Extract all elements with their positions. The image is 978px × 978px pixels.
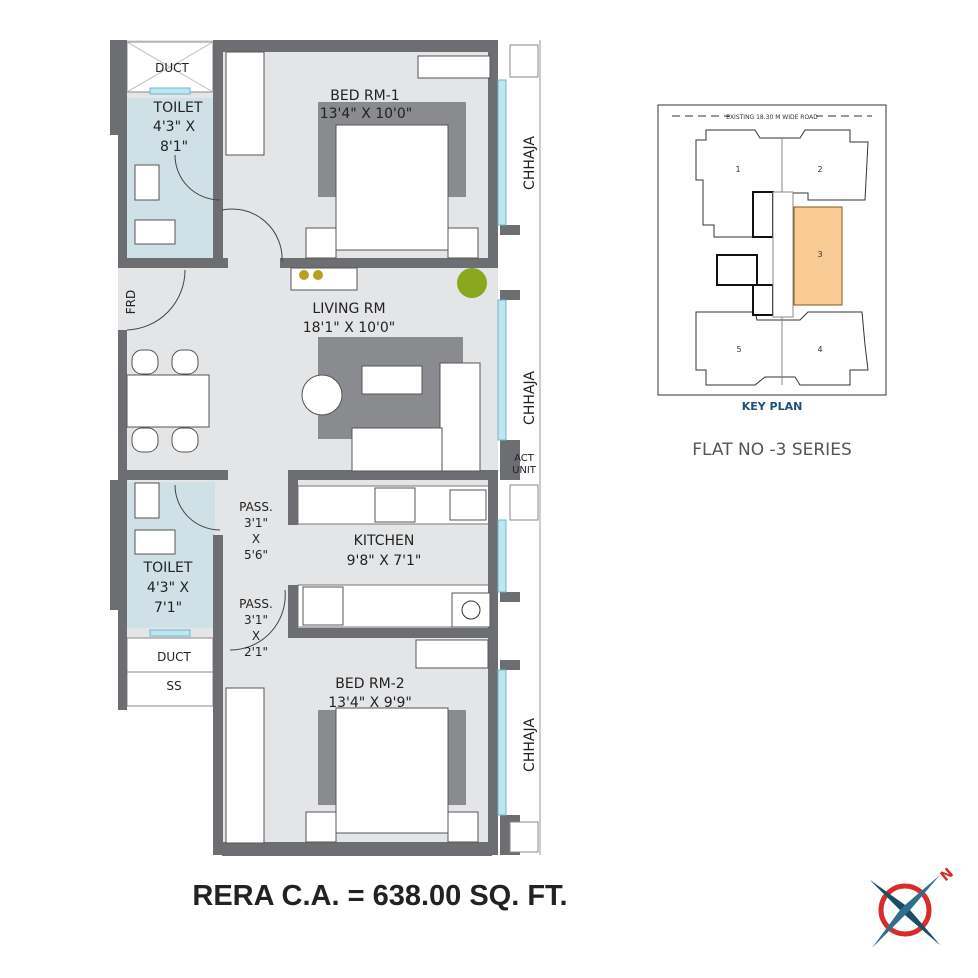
flat-3-label: 3 [817, 250, 822, 259]
key-plan-title: KEY PLAN [741, 400, 803, 413]
svg-text:PASS.: PASS. [239, 500, 273, 514]
svg-text:X: X [252, 532, 260, 546]
window [149, 629, 191, 637]
living-dim: 18'1" X 10'0" [303, 320, 396, 336]
armchair [301, 374, 343, 416]
svg-text:3'1": 3'1" [244, 516, 268, 530]
gas-stove [374, 487, 416, 523]
svg-text:X: X [252, 629, 260, 643]
duct-top-label: DUCT [155, 61, 189, 75]
kitchen-label: KITCHEN [354, 533, 415, 549]
window [149, 87, 191, 95]
pass-2-label: PASS. 3'1" X 2'1" [239, 597, 273, 659]
toilet-1-dim2: 8'1" [160, 139, 188, 155]
flat-1-label: 1 [735, 165, 740, 174]
north-compass-icon: N [870, 865, 957, 948]
bed-2 [335, 707, 449, 834]
frd-label: FRD [124, 290, 138, 314]
svg-text:PASS.: PASS. [239, 597, 273, 611]
ss-label: SS [166, 679, 181, 693]
key-plan: EXISTING 18.30 M WIDE ROAD 1 2 3 4 5 [657, 104, 887, 396]
chhaja-label: CHHAJA [522, 136, 538, 190]
window [497, 299, 507, 441]
north-label: N [938, 865, 957, 885]
plant [457, 268, 487, 298]
wardrobe-1 [225, 51, 265, 156]
flat-5-label: 5 [736, 345, 741, 354]
road-label: EXISTING 18.30 M WIDE ROAD [726, 114, 818, 121]
bed-2-label: BED RM-2 [335, 676, 404, 692]
duct-bottom-label: DUCT [157, 650, 191, 664]
window [497, 519, 507, 593]
bed-1-dim: 13'4" X 10'0" [320, 106, 413, 122]
coffee-table [361, 365, 423, 395]
bed-2-dim: 13'4" X 9'9" [328, 695, 412, 711]
act-unit-label: ACT [514, 453, 535, 464]
flat-2-label: 2 [817, 165, 822, 174]
sofa [439, 362, 481, 472]
window [497, 669, 507, 816]
chhaja-label: CHHAJA [522, 718, 538, 772]
svg-text:3'1": 3'1" [244, 613, 268, 627]
toilet-1-dim: 4'3" X [153, 119, 196, 135]
act-unit-label: UNIT [512, 465, 537, 476]
dining-table [126, 374, 210, 428]
rera-carpet-area: RERA C.A. = 638.00 SQ. FT. [192, 880, 568, 912]
toilet-2-label: TOILET [143, 560, 193, 576]
kitchen-dim: 9'8" X 7'1" [347, 553, 422, 569]
bed-1-label: BED RM-1 [330, 88, 399, 104]
furniture [126, 51, 491, 844]
kitchen-sink [449, 489, 487, 521]
toilet-2-dim2: 7'1" [154, 600, 182, 616]
flat-4-label: 4 [817, 345, 822, 354]
flat-3-highlight [793, 206, 843, 306]
walls [110, 40, 520, 856]
svg-text:2'1": 2'1" [244, 645, 268, 659]
living-label: LIVING RM [312, 301, 385, 317]
wardrobe-2 [225, 687, 265, 844]
svg-text:5'6": 5'6" [244, 548, 268, 562]
pass-1-label: PASS. 3'1" X 5'6" [239, 500, 273, 562]
window [497, 79, 507, 226]
flat-title: FLAT NO -3 SERIES [692, 440, 852, 460]
chhaja-label: CHHAJA [522, 371, 538, 425]
toilet-2-dim: 4'3" X [147, 580, 190, 596]
toilet-1-label: TOILET [153, 100, 203, 116]
bed-1 [335, 124, 449, 251]
